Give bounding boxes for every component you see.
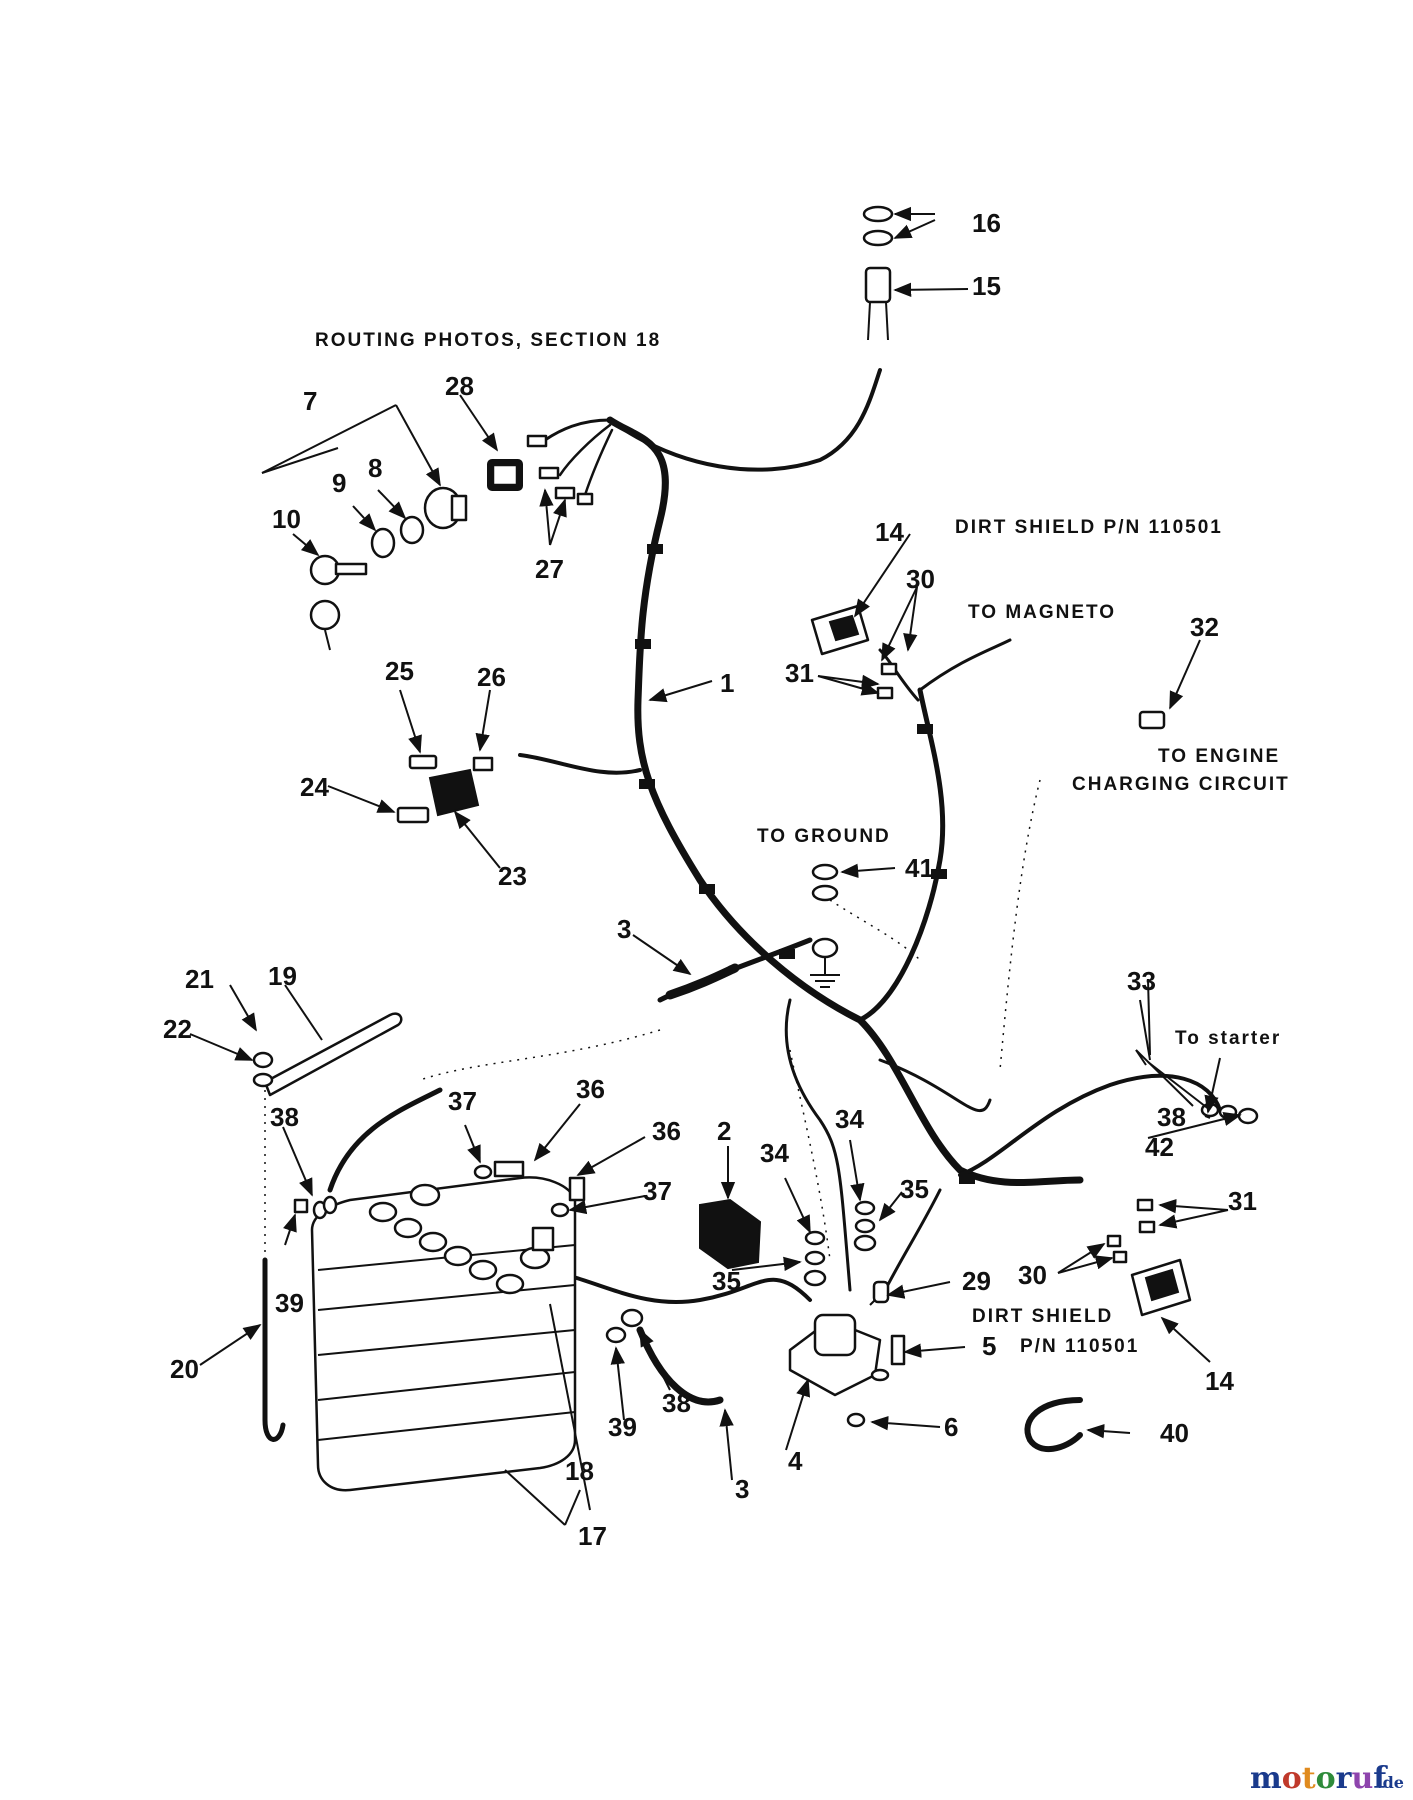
dirt-shield-bottom-note: DIRT SHIELD [972,1306,1113,1327]
callout-33: 33 [1127,966,1156,996]
engine-charging-connector [1138,710,1166,730]
terminal-bolts [473,1160,586,1218]
lower-washers [605,1308,644,1344]
callout-9: 9 [332,468,346,498]
watermark-letter: m [1250,1761,1282,1796]
callout-22: 22 [163,1014,192,1044]
tie-strap [1024,1397,1083,1453]
callout-30-upper: 30 [906,564,935,594]
dirt-shield-top [810,604,898,700]
callout-31-lower: 31 [1228,1186,1257,1216]
callout-41: 41 [905,853,934,883]
to-engine-note: TO ENGINE [1158,746,1280,767]
callout-38-left: 38 [270,1102,299,1132]
callout-42: 42 [1145,1132,1174,1162]
to-magneto-note: TO MAGNETO [968,602,1116,623]
callout-24: 24 [300,772,329,802]
callout-31-upper: 31 [785,658,814,688]
callout-28: 28 [445,371,474,401]
callout-3-upper: 3 [617,914,631,944]
callout-2: 2 [717,1116,731,1146]
callout-37-upper: 37 [448,1086,477,1116]
to-ground-note: TO GROUND [757,826,891,847]
battery-hold-down [252,1012,403,1442]
callout-27: 27 [535,554,564,584]
to-starter-note: To starter [1175,1028,1281,1049]
callout-39-left: 39 [275,1288,304,1318]
callout-6: 6 [944,1412,958,1442]
routing-lines [264,779,1041,1400]
fuse-holder [396,754,494,824]
watermark-letter: f [1373,1761,1388,1796]
callout-26: 26 [477,662,506,692]
callout-10: 10 [272,504,301,534]
callout-38-right: 38 [1157,1102,1186,1132]
callout-37-lower: 37 [643,1176,672,1206]
callout-36-lower: 36 [652,1116,681,1146]
callout-29: 29 [962,1266,991,1296]
dirt-shield-bottom [1106,1198,1192,1317]
watermark-letter: u [1351,1761,1373,1796]
callout-15: 15 [972,271,1001,301]
callout-4: 4 [788,1446,803,1476]
callout-16: 16 [972,208,1001,238]
callout-23: 23 [498,861,527,891]
callout-39-right: 39 [608,1412,637,1442]
callout-1: 1 [720,668,734,698]
watermark-letter: o [1316,1761,1336,1796]
callout-36-upper: 36 [576,1074,605,1104]
callout-40: 40 [1160,1418,1189,1448]
terminal-boot [699,1198,762,1270]
watermark: motoruf .de [1250,1761,1404,1796]
callout-5: 5 [982,1331,996,1361]
callout-32: 32 [1190,612,1219,642]
charging-circuit-note: CHARGING CIRCUIT [1072,774,1290,795]
callout-3-lower: 3 [735,1474,749,1504]
routing-note: ROUTING PHOTOS, SECTION 18 [315,330,661,351]
ground-terminal [810,863,840,988]
callout-21: 21 [185,964,214,994]
notes: ROUTING PHOTOS, SECTION 18 DIRT SHIELD P… [315,330,1290,1357]
watermark-letter: r [1336,1761,1353,1796]
callout-25: 25 [385,656,414,686]
callout-20: 20 [170,1354,199,1384]
callout-34-left: 34 [760,1138,789,1168]
starter-terminal [1200,1102,1259,1125]
callout-8: 8 [368,453,382,483]
starter-solenoid [788,1200,906,1428]
callout-30-lower: 30 [1018,1260,1047,1290]
callout-19: 19 [268,961,297,991]
callout-35-right: 35 [900,1174,929,1204]
callout-14-upper: 14 [875,517,904,547]
callout-17: 17 [578,1521,607,1551]
callout-7: 7 [303,386,317,416]
ignition-switch-assembly [309,459,523,651]
watermark-letter: o [1282,1761,1302,1796]
dirt-shield-top-note: DIRT SHIELD P/N 110501 [955,517,1223,538]
callout-18: 18 [565,1456,594,1486]
callout-38-mid: 38 [662,1388,691,1418]
callout-35-left: 35 [712,1266,741,1296]
stop-switch [862,205,894,341]
callout-14-lower: 14 [1205,1366,1234,1396]
watermark-letter: t [1302,1761,1316,1796]
watermark-brand: motoruf [1250,1761,1388,1796]
leader-lines [189,206,1242,1526]
dirt-shield-pn-note: P/N 110501 [1020,1336,1139,1357]
battery [310,1176,577,1492]
watermark-suffix: .de [1377,1773,1404,1792]
callout-numbers: 1 2 3 3 4 5 6 7 8 9 10 14 14 15 16 17 18… [163,208,1257,1551]
connector-terminals [526,434,594,506]
callout-34-right: 34 [835,1104,864,1134]
